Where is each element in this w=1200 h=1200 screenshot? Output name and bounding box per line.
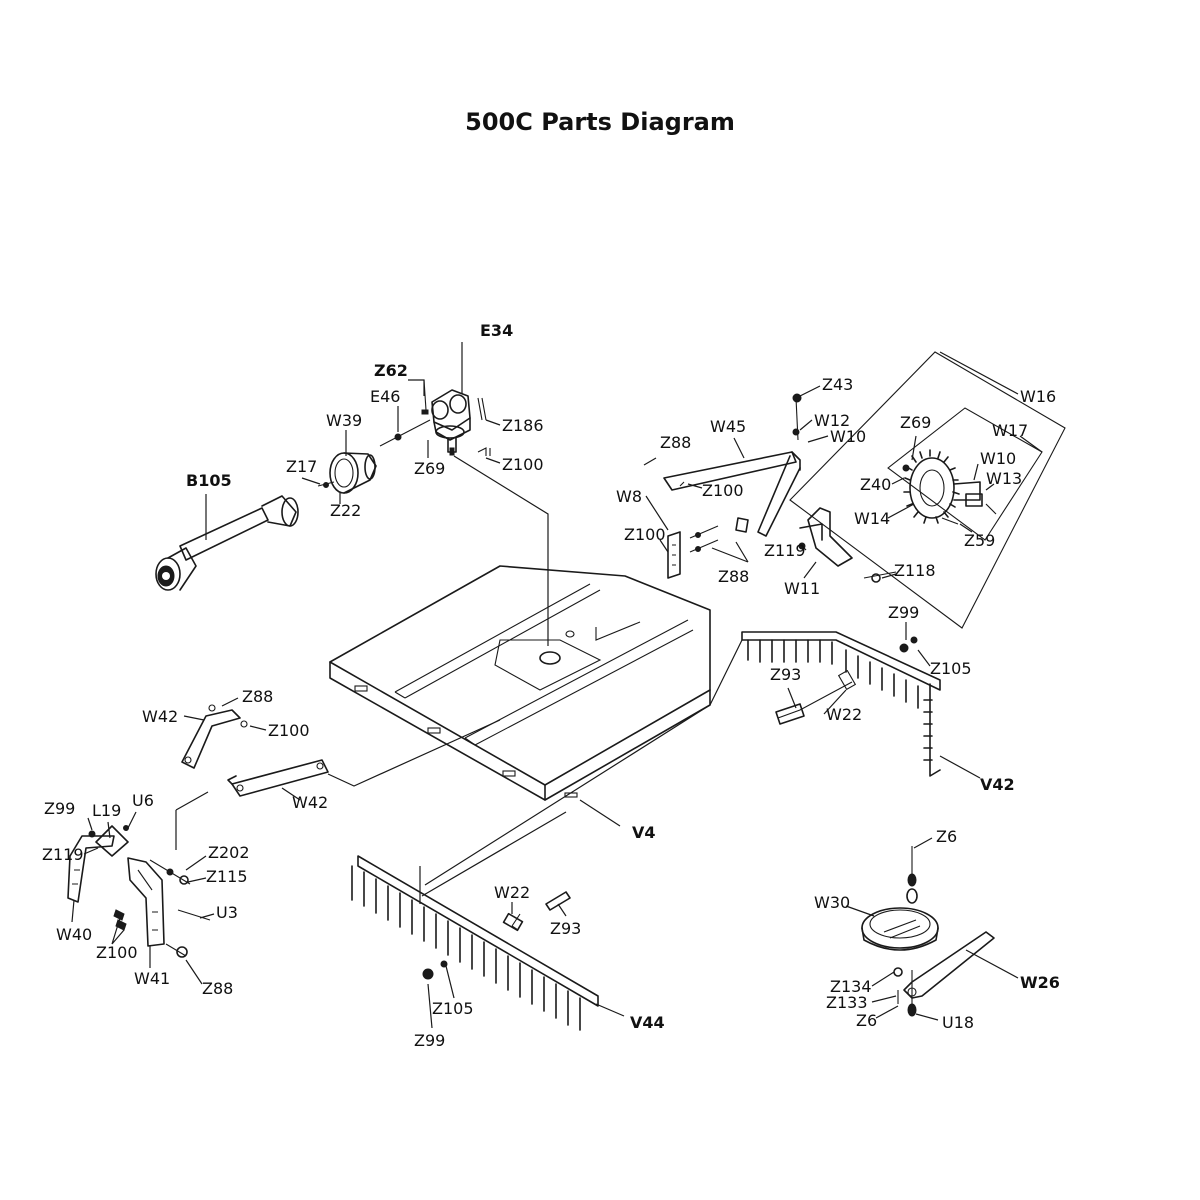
label-z6-top: Z6 — [936, 827, 957, 846]
label-w22-front: W22 — [494, 883, 530, 902]
arm-w42-lower — [227, 759, 329, 797]
label-z99-hitch: Z99 — [44, 799, 75, 818]
label-z119-hitch: Z119 — [42, 845, 84, 864]
label-z105-rail: Z105 — [930, 659, 972, 678]
label-z88-frame: Z88 — [660, 433, 691, 452]
blade-holder-w30 — [861, 846, 939, 1017]
label-z17: Z17 — [286, 457, 317, 476]
label-z202: Z202 — [208, 843, 250, 862]
label-z186: Z186 — [502, 416, 544, 435]
label-z69-gearbox: Z69 — [414, 459, 445, 478]
label-z22: Z22 — [330, 501, 361, 520]
label-w42-upper: W42 — [142, 707, 178, 726]
label-w12: W12 — [814, 411, 850, 430]
gear-w14 — [902, 449, 997, 525]
label-e34: E34 — [480, 321, 513, 340]
a-frame-w45 — [663, 393, 802, 537]
label-w30: W30 — [814, 893, 850, 912]
label-z100-gearbox: Z100 — [502, 455, 544, 474]
label-z105-front: Z105 — [432, 999, 474, 1018]
label-z100-frame: Z100 — [702, 481, 744, 500]
label-w8: W8 — [616, 487, 642, 506]
label-w41: W41 — [134, 969, 170, 988]
hitch-w40 — [67, 825, 129, 903]
label-w45: W45 — [710, 417, 746, 436]
label-z43: Z43 — [822, 375, 853, 394]
flap-rail-v44 — [351, 855, 599, 1031]
shield-w39 — [317, 452, 377, 494]
label-z69-kit: Z69 — [900, 413, 931, 432]
bracket-w8 — [667, 525, 719, 579]
diagram-title: 500C Parts Diagram — [465, 108, 735, 136]
label-w13: W13 — [986, 469, 1022, 488]
label-w40: W40 — [56, 925, 92, 944]
label-u18: U18 — [942, 1013, 974, 1032]
deck-v4 — [329, 565, 711, 801]
label-w17: W17 — [992, 421, 1028, 440]
label-w14: W14 — [854, 509, 890, 528]
label-z100-hitch: Z100 — [96, 943, 138, 962]
label-z133: Z133 — [826, 993, 868, 1012]
label-w42-lower: W42 — [292, 793, 328, 812]
label-v4: V4 — [632, 823, 656, 842]
label-w26: W26 — [1020, 973, 1060, 992]
part-labels: E34 Z62 E46 Z186 W39 Z69 Z100 Z17 Z22 B1… — [42, 321, 1060, 1050]
label-v42: V42 — [980, 775, 1015, 794]
label-z99-front: Z99 — [414, 1031, 445, 1050]
label-z62: Z62 — [374, 361, 408, 380]
label-v44: V44 — [630, 1013, 665, 1032]
pto-shaft-b105 — [155, 495, 299, 591]
label-w22-rail: W22 — [826, 705, 862, 724]
label-z88-arm: Z88 — [242, 687, 273, 706]
mount-w11 — [798, 507, 897, 583]
leader-lines — [71, 342, 1043, 1029]
hitch-w41 — [113, 857, 211, 958]
label-z93-rail: Z93 — [770, 665, 801, 684]
label-z119-mount: Z119 — [764, 541, 806, 560]
label-l19: L19 — [92, 801, 121, 820]
label-z134: Z134 — [830, 977, 872, 996]
label-z59: Z59 — [964, 531, 995, 550]
label-w11: W11 — [784, 579, 820, 598]
label-z118: Z118 — [894, 561, 936, 580]
label-w10-frame: W10 — [830, 427, 866, 446]
gearbox-e34 — [379, 379, 491, 456]
blade-w26 — [903, 931, 995, 999]
flap-rail-v42 — [741, 631, 941, 777]
label-w10-kit: W10 — [980, 449, 1016, 468]
label-w39: W39 — [326, 411, 362, 430]
label-z93-front: Z93 — [550, 919, 581, 938]
label-z88-bracket: Z88 — [718, 567, 749, 586]
label-w16: W16 — [1020, 387, 1056, 406]
label-z6-bottom: Z6 — [856, 1011, 877, 1030]
label-e46: E46 — [370, 387, 400, 406]
label-u3: U3 — [216, 903, 238, 922]
arm-w42-upper — [181, 704, 248, 769]
label-z115: Z115 — [206, 867, 248, 886]
label-z88-hitch: Z88 — [202, 979, 233, 998]
label-u6: U6 — [132, 791, 154, 810]
label-z100-arm: Z100 — [268, 721, 310, 740]
label-z40: Z40 — [860, 475, 891, 494]
label-z100-bracket: Z100 — [624, 525, 666, 544]
label-b105: B105 — [186, 471, 232, 490]
label-z99-rail: Z99 — [888, 603, 919, 622]
